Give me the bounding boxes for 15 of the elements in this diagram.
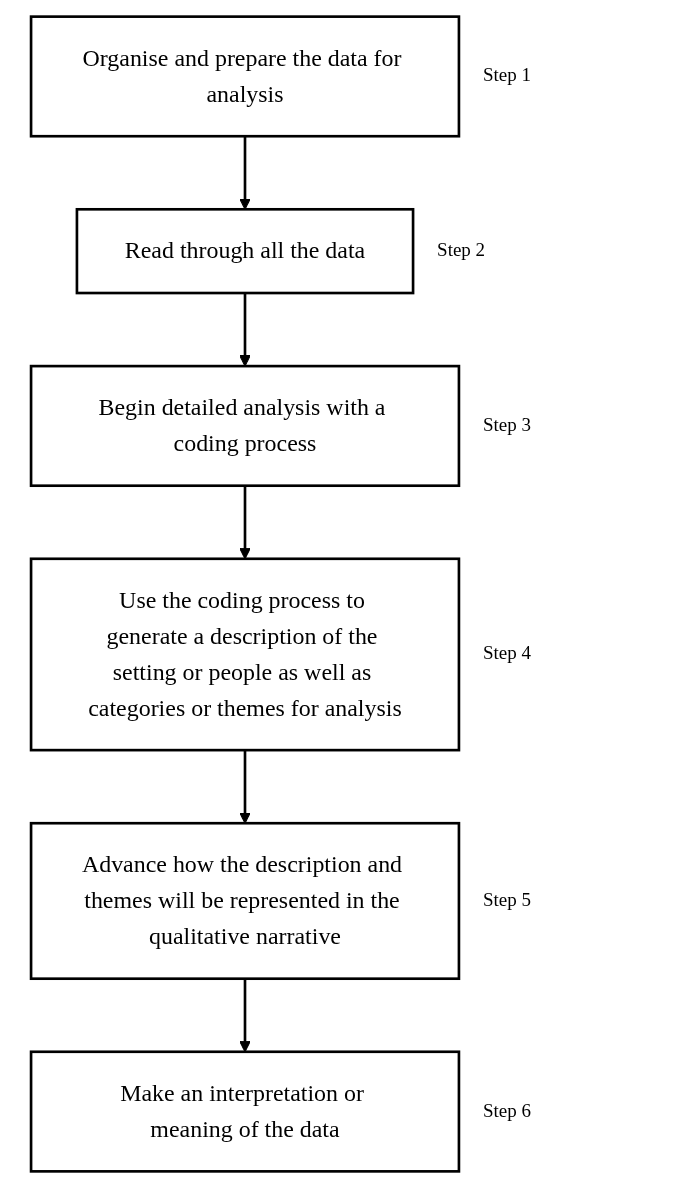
node-box: Use the coding process to generate a description of the setting or people as well as categories or themes for analysis [29, 557, 461, 752]
step-label: Step 4 [482, 642, 531, 665]
step-label: Step 5 [482, 888, 531, 911]
step-label: Step 1 [482, 64, 531, 87]
arrow [239, 136, 251, 210]
arrow [239, 293, 251, 367]
node-box: Make an interpretation or meaning of the data [29, 1050, 461, 1173]
node-box: Begin detailed analysis with a coding process [29, 364, 461, 488]
step-label: Step 3 [482, 413, 531, 436]
step-label: Step 2 [437, 239, 486, 262]
node-box: Read through all the data [75, 208, 415, 295]
arrow [239, 750, 251, 824]
node-box: Advance how the description and themes will be represented in the qualitative narrative [29, 821, 461, 981]
node-box: Organise and prepare the data for analysis [29, 15, 461, 138]
step-label: Step 6 [482, 1099, 531, 1122]
